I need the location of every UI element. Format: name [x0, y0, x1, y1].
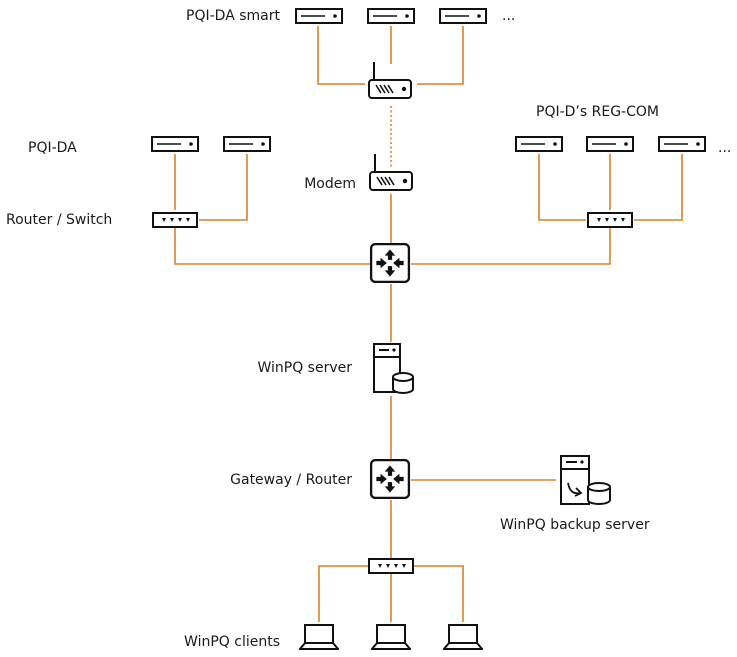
pqi-da-smart-device-icon[interactable] [439, 8, 487, 24]
connection-lines [174, 26, 683, 622]
winpq-server-label: WinPQ server [257, 360, 352, 376]
switch-icon[interactable] [368, 558, 414, 574]
network-router-icon[interactable] [369, 242, 411, 284]
pqi-da-smart-device-icon[interactable] [295, 8, 343, 24]
pqi-da-label: PQI-DA [28, 140, 77, 156]
laptop-icon[interactable] [299, 624, 339, 650]
reg-com-device-icon[interactable] [658, 136, 706, 152]
winpq-clients-label: WinPQ clients [184, 634, 280, 650]
server-database-icon[interactable] [373, 343, 414, 394]
reg-com-device-icon[interactable] [515, 136, 563, 152]
pqi-da-smart-more-label: ... [502, 8, 516, 24]
winpq-backup-server-label: WinPQ backup server [500, 517, 650, 533]
pqi-da-device-icon[interactable] [223, 136, 271, 152]
pqi-da-smart-device-icon[interactable] [367, 8, 415, 24]
reg-com-more-label: ... [718, 140, 732, 156]
laptop-icon[interactable] [443, 624, 483, 650]
laptop-icon[interactable] [371, 624, 411, 650]
router-switch-label: Router / Switch [6, 212, 113, 228]
switch-icon[interactable] [152, 212, 198, 228]
gateway-router-label: Gateway / Router [230, 472, 352, 488]
reg-com-device-icon[interactable] [586, 136, 634, 152]
pqi-da-device-icon[interactable] [151, 136, 199, 152]
modem-icon[interactable] [369, 153, 413, 191]
reg-com-label: PQI-D’s REG-COM [536, 104, 659, 120]
gateway-router-icon[interactable] [369, 458, 411, 500]
switch-icon[interactable] [587, 212, 633, 228]
router-icon[interactable] [368, 61, 412, 99]
backup-server-icon[interactable] [560, 455, 611, 505]
modem-label: Modem [304, 176, 356, 192]
pqi-da-smart-label: PQI-DA smart [186, 8, 280, 24]
